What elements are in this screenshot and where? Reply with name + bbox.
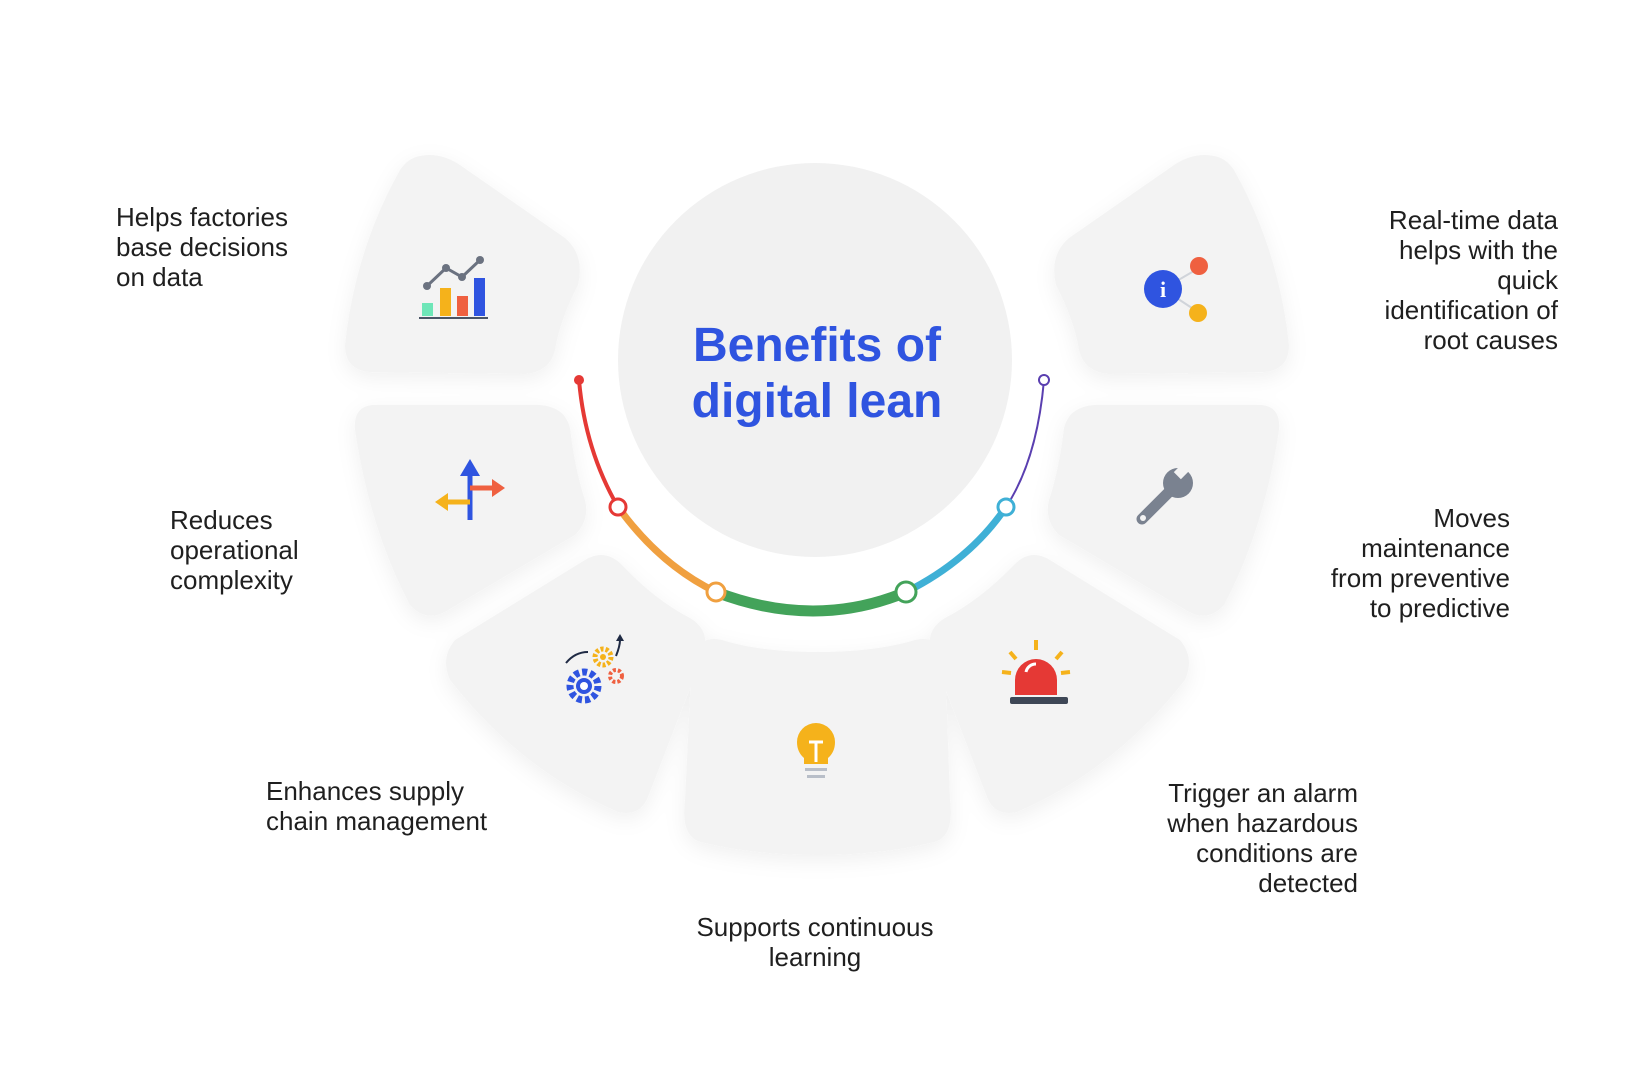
- gears-icon: [565, 634, 624, 704]
- benefit-label-operational-complexity: Reduces operational complexity: [170, 505, 299, 595]
- alarm-siren-icon: [1001, 640, 1071, 704]
- segment-data-decisions: [345, 155, 580, 374]
- center-circle: [618, 163, 1012, 557]
- wrench-icon: [1136, 460, 1193, 525]
- svg-text:i: i: [1160, 277, 1166, 302]
- benefit-label-supply-chain: Enhances supply chain management: [266, 776, 488, 836]
- benefit-label-data-decisions: Helps factories base decisions on data: [116, 202, 288, 292]
- arc-segment-red: [577, 378, 620, 509]
- info-share-icon: i: [1144, 257, 1208, 322]
- title-line-2: digital lean: [691, 375, 943, 428]
- arc-segment-purple: [1005, 379, 1045, 508]
- arc-node-start: [574, 375, 584, 385]
- arc-node-2: [705, 581, 727, 603]
- arc-segment-blue: [902, 503, 1010, 596]
- arc-node-3: [894, 580, 918, 604]
- diagram-title: Benefits of digital lean: [622, 318, 1012, 430]
- benefit-label-alarm: Trigger an alarm when hazardous conditio…: [1167, 778, 1358, 898]
- segment-real-time-data: [1054, 155, 1289, 374]
- arc-nodes: [574, 374, 1050, 604]
- arc-segment-orange: [614, 503, 720, 596]
- benefit-label-continuous-learning: Supports continuous learning: [696, 912, 934, 972]
- progress-arc: [577, 378, 1045, 617]
- benefit-label-predictive-maintenance: Moves maintenance from preventive to pre…: [1330, 503, 1510, 623]
- title-line-1: Benefits of: [692, 319, 941, 372]
- lightbulb-icon: [797, 723, 835, 778]
- bar-chart-icon: [419, 256, 488, 319]
- arc-segment-green: [710, 586, 912, 617]
- arc-node-end: [1038, 374, 1050, 386]
- benefit-label-real-time-data: Real-time data helps with the quick iden…: [1384, 205, 1558, 355]
- segment-supply-chain: [446, 555, 706, 813]
- direction-arrows-icon: [435, 459, 505, 520]
- arc-node-4: [996, 497, 1016, 517]
- arc-node-1: [608, 497, 628, 517]
- segment-predictive-maintenance: [1047, 405, 1280, 616]
- segment-alarm: [929, 555, 1189, 813]
